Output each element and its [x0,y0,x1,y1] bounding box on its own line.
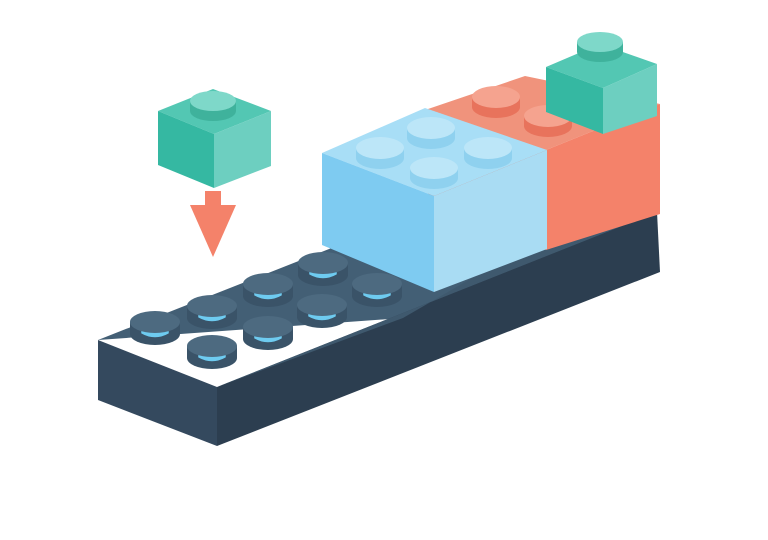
blue-stud [407,117,455,149]
blue-block-studs [356,117,512,189]
base-stud [352,273,402,307]
teal-block-placed-stud [577,32,623,62]
teal-block-placed-front [546,67,603,134]
orange-block-front [546,104,660,250]
blue-block-top [322,108,547,196]
down-arrow-icon [190,191,236,257]
blue-block [322,108,547,292]
teal-block-falling [158,89,271,188]
base-stud [187,295,237,329]
blue-block-left [322,153,434,292]
blue-stud [464,137,512,169]
teal-block-falling-stud [190,91,236,121]
blue-block-right [434,150,547,292]
blue-stud [410,157,458,189]
teal-block-placed [546,32,657,134]
base-plate-front [98,340,217,446]
base-plate-side [217,212,660,446]
base-plate-studs [130,252,402,369]
teal-block-placed-top [546,44,657,88]
base-stud [243,273,293,307]
base-stud [187,335,237,369]
base-stud [298,252,348,286]
base-stud [130,311,180,345]
teal-block-placed-side [603,64,657,134]
teal-block-falling-side [214,111,271,188]
blue-stud [356,137,404,169]
teal-block-falling-front [158,111,214,188]
orange-stud [472,86,520,118]
base-stud [243,316,293,350]
base-stud [297,294,347,328]
